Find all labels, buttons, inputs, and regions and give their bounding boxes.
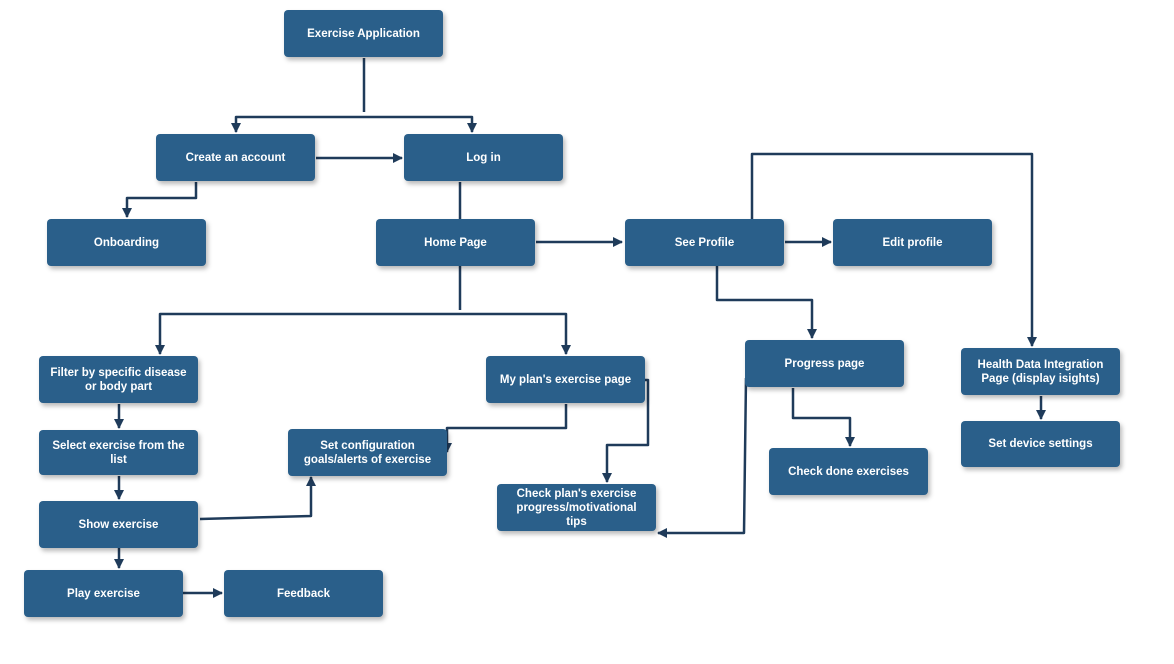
node-log-in[interactable]: Log in bbox=[404, 134, 563, 181]
node-label: Progress page bbox=[784, 357, 865, 370]
node-label: Set device settings bbox=[988, 438, 1093, 450]
node-label: Filter by specific disease or body part bbox=[50, 366, 187, 393]
node-label: Home Page bbox=[424, 236, 487, 249]
node-progress-page[interactable]: Progress page bbox=[745, 340, 904, 387]
edge-progress-to-done bbox=[791, 388, 855, 447]
node-home-page[interactable]: Home Page bbox=[376, 219, 535, 266]
node-check-plan-progress[interactable]: Check plan's exercise progress/motivatio… bbox=[497, 484, 656, 531]
edge-show-to-config bbox=[199, 476, 316, 521]
node-label: Edit profile bbox=[882, 236, 943, 249]
node-label: Play exercise bbox=[67, 587, 140, 600]
edge-app-to-login bbox=[364, 115, 477, 133]
edge-progress-to-checkplan bbox=[657, 377, 748, 538]
edge-myplan-to-config bbox=[442, 404, 568, 453]
node-label: Create an account bbox=[185, 151, 286, 164]
node-set-configuration[interactable]: Set configuration goals/alerts of exerci… bbox=[288, 429, 447, 476]
edge-profile-to-progress bbox=[715, 266, 817, 339]
node-health-data[interactable]: Health Data Integration Page (display is… bbox=[961, 348, 1120, 395]
node-play-exercise[interactable]: Play exercise bbox=[24, 570, 183, 617]
edge-home-to-myplan bbox=[460, 312, 571, 355]
node-show-exercise[interactable]: Show exercise bbox=[39, 501, 198, 548]
edge-create-to-onboarding bbox=[122, 182, 198, 218]
node-label: Exercise Application bbox=[307, 27, 420, 40]
node-onboarding[interactable]: Onboarding bbox=[47, 219, 206, 266]
node-label: Show exercise bbox=[78, 518, 159, 531]
node-see-profile[interactable]: See Profile bbox=[625, 219, 784, 266]
node-label: Onboarding bbox=[93, 236, 160, 249]
node-label: My plan's exercise page bbox=[499, 373, 632, 386]
node-label: Feedback bbox=[276, 587, 331, 600]
edge-app-to-create bbox=[231, 115, 364, 133]
node-edit-profile[interactable]: Edit profile bbox=[833, 219, 992, 266]
node-label: Set configuration goals/alerts of exerci… bbox=[303, 439, 432, 466]
node-set-device-settings[interactable]: Set device settings bbox=[961, 421, 1120, 467]
node-label: Log in bbox=[466, 151, 501, 164]
node-my-plan[interactable]: My plan's exercise page bbox=[486, 356, 645, 403]
node-filter[interactable]: Filter by specific disease or body part bbox=[39, 356, 198, 403]
node-select-exercise[interactable]: Select exercise from the list bbox=[39, 430, 198, 475]
node-label: Health Data Integration Page (display is… bbox=[977, 358, 1104, 385]
node-exercise-application[interactable]: Exercise Application bbox=[284, 10, 443, 57]
node-feedback[interactable]: Feedback bbox=[224, 570, 383, 617]
node-label: Check plan's exercise progress/motivatio… bbox=[516, 487, 637, 528]
node-label: Select exercise from the list bbox=[52, 439, 185, 466]
node-label: Check done exercises bbox=[788, 465, 909, 478]
edge-home-to-filter bbox=[155, 312, 460, 355]
node-label: See Profile bbox=[674, 236, 735, 249]
node-check-done-exercises[interactable]: Check done exercises bbox=[769, 448, 928, 495]
node-create-account[interactable]: Create an account bbox=[156, 134, 315, 181]
